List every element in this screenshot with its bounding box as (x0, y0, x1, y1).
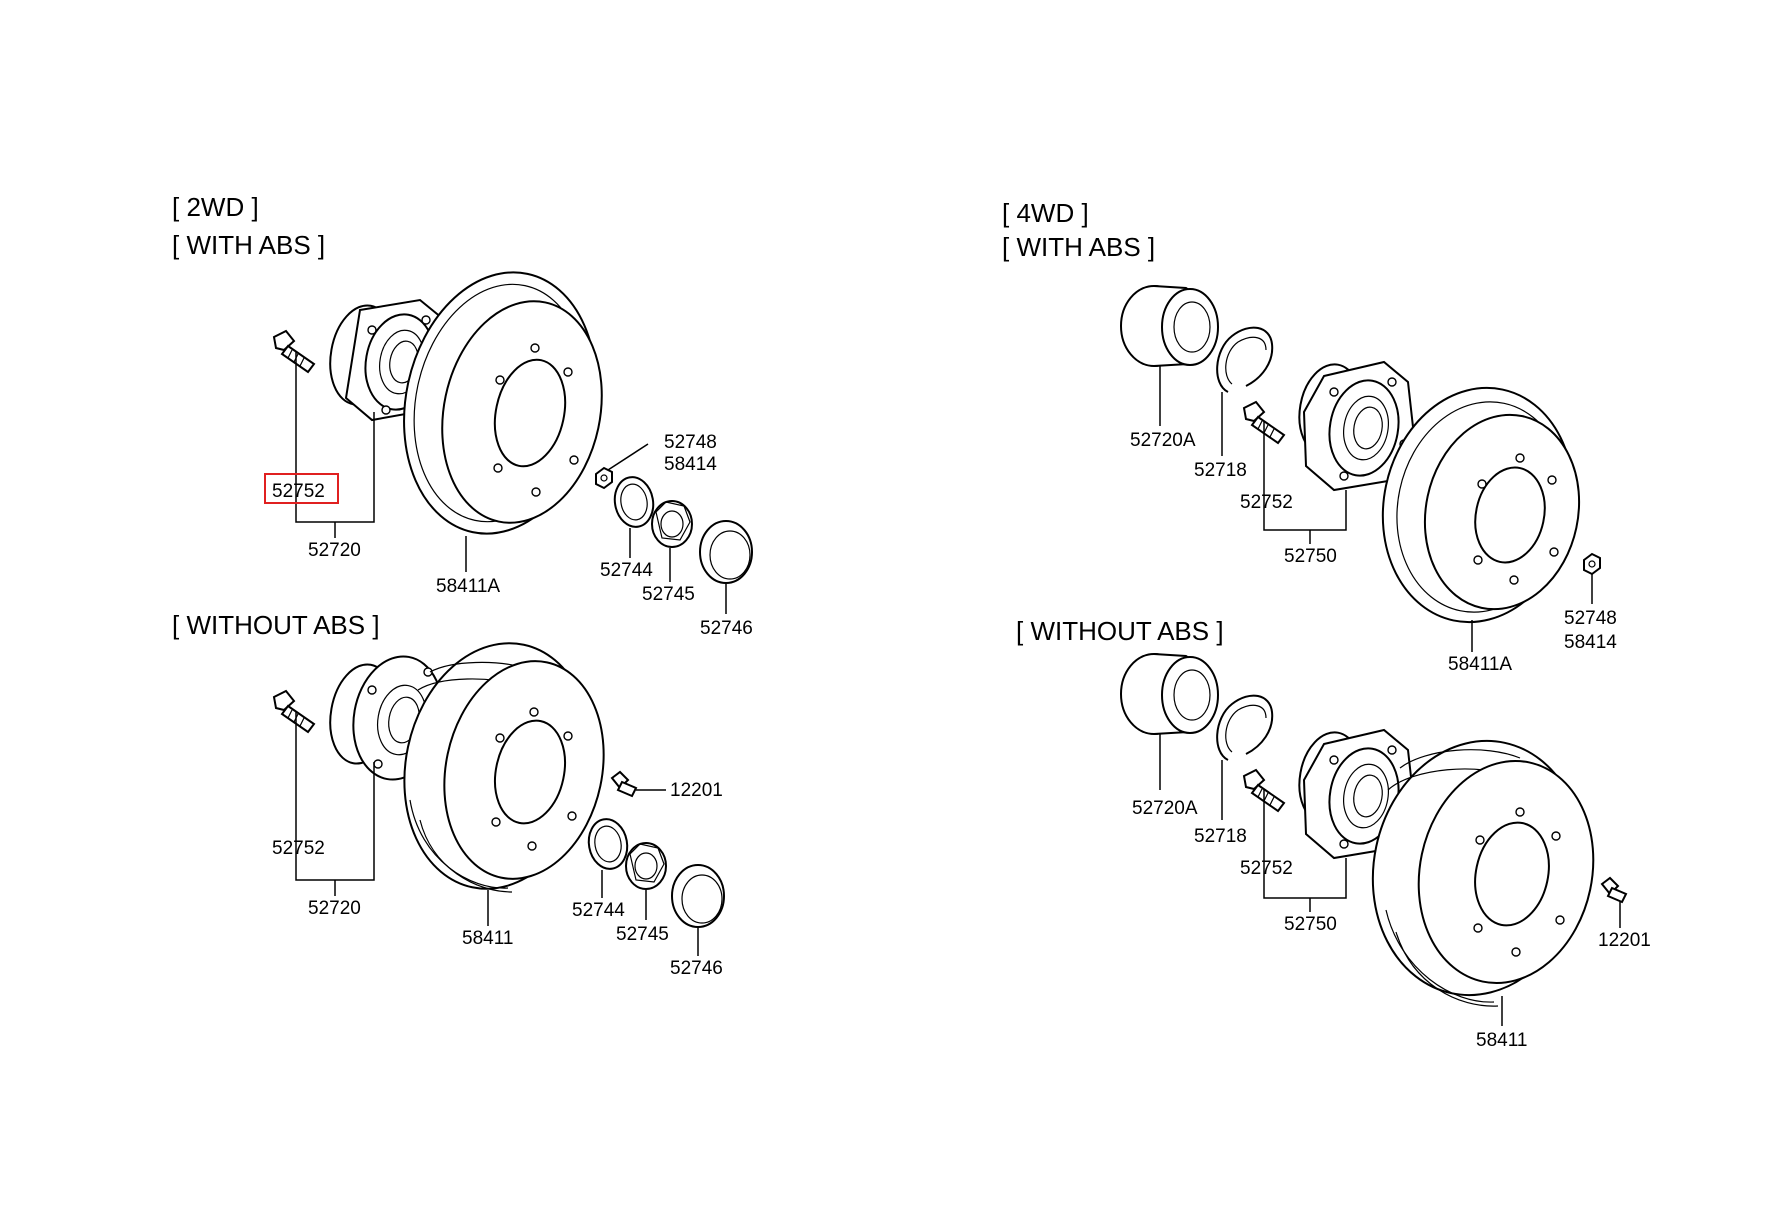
label-brake-drum[interactable]: 58411 (462, 928, 513, 949)
label-hub-assembly[interactable]: 52720 (308, 540, 361, 561)
brake-drum (403, 642, 605, 893)
label-wheel-nut-b[interactable]: 58414 (1564, 632, 1617, 653)
heading-2wd: [ 2WD ] (172, 192, 259, 222)
label-wheel-nut-a[interactable]: 52748 (1564, 608, 1617, 629)
lock-nut (651, 500, 693, 548)
drum-screw (1600, 876, 1628, 904)
wheel-nut (1583, 552, 1601, 576)
label-washer[interactable]: 52744 (600, 560, 653, 581)
label-brake-disc[interactable]: 58411A (1448, 654, 1512, 675)
label-brake-drum[interactable]: 58411 (1476, 1030, 1527, 1051)
wheel-bolt (272, 689, 316, 734)
label-wheel-bolt[interactable]: 52752 (272, 838, 325, 859)
label-washer[interactable]: 52744 (572, 900, 625, 921)
heading-2wd-with-abs: [ WITH ABS ] (172, 230, 325, 260)
label-wheel-bolt[interactable]: 52752 (1240, 858, 1293, 879)
label-snap-ring[interactable]: 52718 (1194, 460, 1247, 481)
wheel-nut (595, 466, 613, 490)
label-hub-assembly[interactable]: 52750 (1284, 546, 1337, 567)
label-wheel-bolt[interactable]: 52752 (272, 481, 325, 502)
wheel-bearing (1120, 653, 1219, 735)
group-4wd-without-abs: 52720A 52718 52752 52750 58411 12201 (1120, 653, 1651, 1051)
label-snap-ring[interactable]: 52718 (1194, 826, 1247, 847)
group-2wd-without-abs: 52752 52720 58411 12201 52744 52745 5274… (272, 642, 725, 979)
label-wheel-nut-a[interactable]: 52748 (664, 432, 717, 453)
hub-cap (699, 520, 753, 584)
group-2wd-with-abs: 52752 52720 58411A 52748 58414 52744 527… (264, 271, 753, 639)
heading-2wd-without-abs: [ WITHOUT ABS ] (172, 610, 380, 640)
heading-4wd-without-abs: [ WITHOUT ABS ] (1016, 616, 1224, 646)
label-lock-nut[interactable]: 52745 (616, 924, 669, 945)
label-hub-assembly[interactable]: 52720 (308, 898, 361, 919)
snap-ring (1216, 694, 1274, 761)
wheel-bearing (1120, 285, 1219, 367)
brake-drum (1371, 739, 1595, 1007)
heading-4wd-with-abs: [ WITH ABS ] (1002, 232, 1155, 262)
group-4wd-with-abs: 52720A 52718 52752 52750 58411A 52748 58… (1120, 285, 1617, 675)
label-wheel-bearing[interactable]: 52720A (1130, 430, 1196, 451)
wheel-bolt (1242, 400, 1286, 445)
label-drum-screw[interactable]: 12201 (670, 780, 723, 801)
label-hub-assembly[interactable]: 52750 (1284, 914, 1337, 935)
hub-cap (671, 864, 725, 928)
hub-assembly (1298, 360, 1416, 492)
washer (613, 476, 655, 528)
label-drum-screw[interactable]: 12201 (1598, 930, 1651, 951)
wheel-bolt (1242, 768, 1286, 813)
label-wheel-nut-b[interactable]: 58414 (664, 454, 717, 475)
hub-assembly (329, 655, 444, 781)
heading-4wd: [ 4WD ] (1002, 198, 1089, 228)
washer (587, 818, 629, 870)
highlight-box (264, 473, 339, 504)
label-hub-cap[interactable]: 52746 (700, 618, 753, 639)
label-wheel-bearing[interactable]: 52720A (1132, 798, 1198, 819)
label-hub-cap[interactable]: 52746 (670, 958, 723, 979)
brake-disc (403, 271, 603, 535)
lock-nut (625, 842, 667, 890)
label-wheel-bolt[interactable]: 52752 (1240, 492, 1293, 513)
label-brake-disc[interactable]: 58411A (436, 576, 500, 597)
brake-disc (1381, 386, 1581, 624)
drum-screw (610, 770, 638, 798)
wheel-bolt (272, 329, 316, 374)
label-lock-nut[interactable]: 52745 (642, 584, 695, 605)
snap-ring (1216, 326, 1274, 393)
